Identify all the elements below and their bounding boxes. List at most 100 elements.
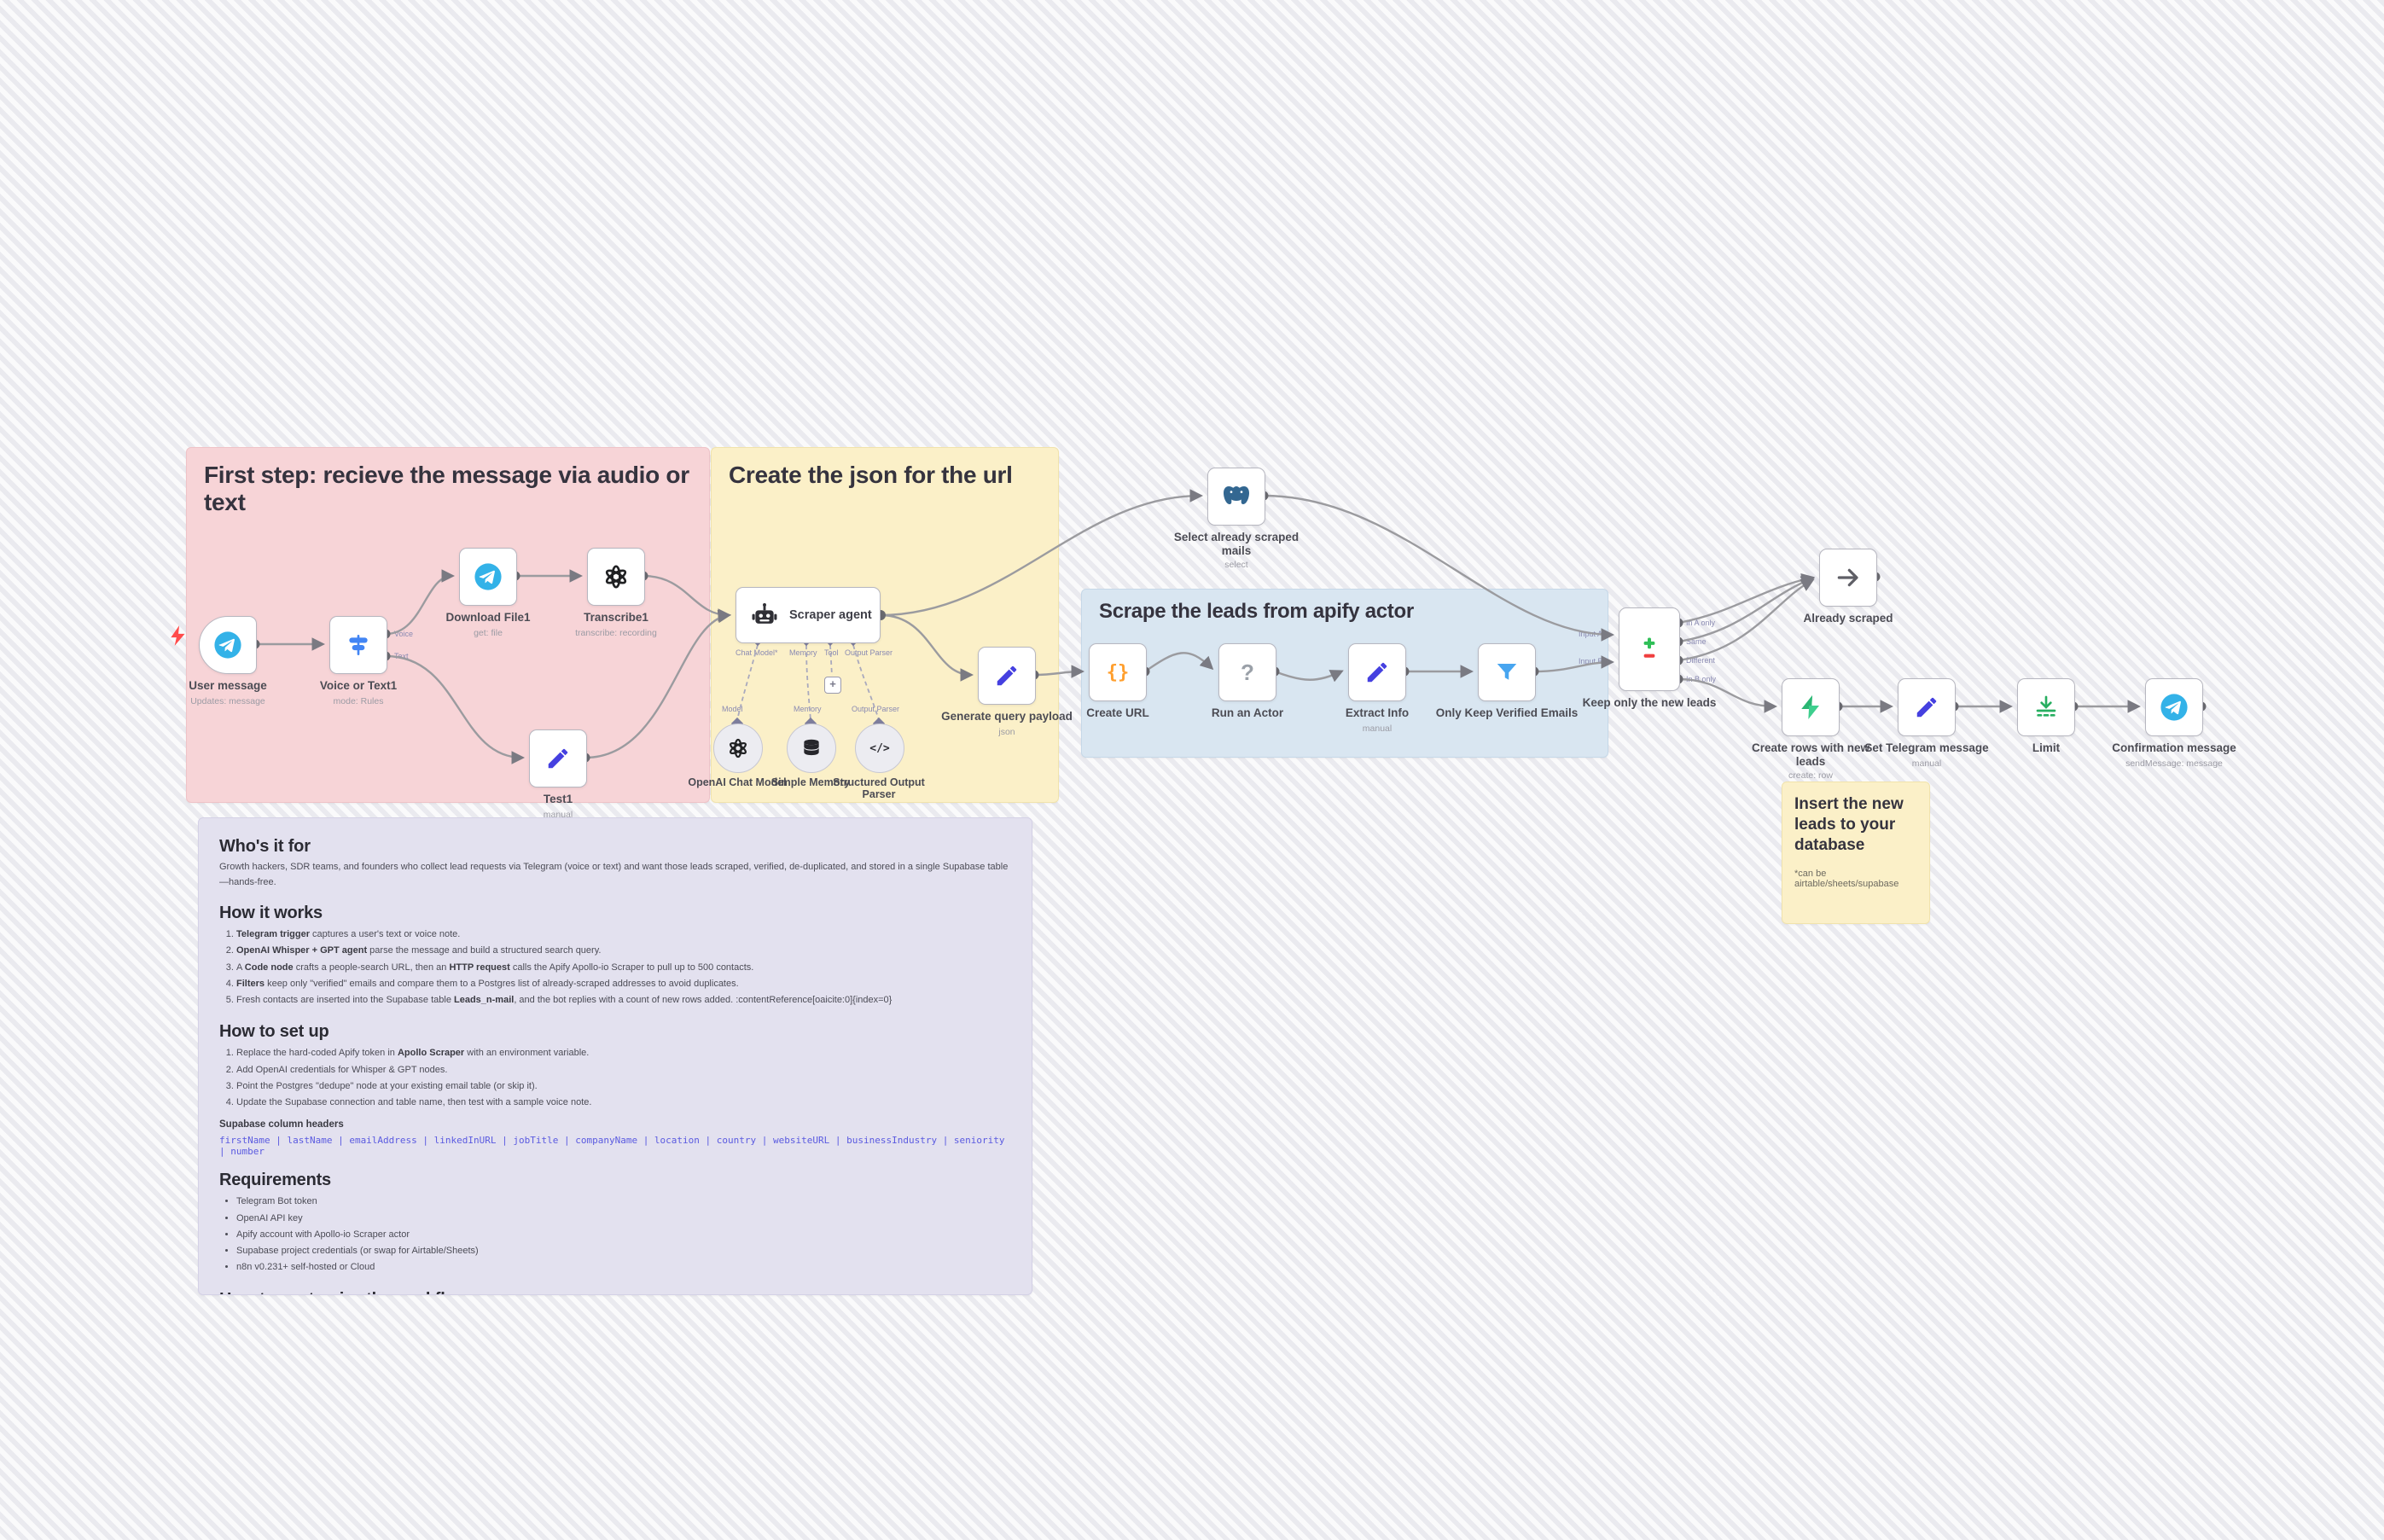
node-label: Set Telegram message [1864, 741, 1989, 754]
node-label: Select already scraped mails [1173, 531, 1300, 558]
node-label: Create rows with new leads [1751, 741, 1870, 769]
code-parser-icon: </> [869, 741, 890, 755]
node-subtitle: get: file [474, 628, 503, 638]
output-port-label: In A only [1686, 619, 1716, 627]
node-simple-memory[interactable] [787, 724, 836, 773]
switch-icon [345, 631, 372, 659]
node-create-rows-new-leads[interactable]: Create rows with new leads create: row [1752, 678, 1869, 781]
node-user-message[interactable]: User message Updates: message [189, 616, 267, 706]
database-icon [800, 737, 823, 759]
sub-port-label: Memory [794, 705, 822, 713]
node-subtitle: manual [1911, 758, 1942, 769]
node-transcribe[interactable]: Transcribe1 transcribe: recording [575, 548, 657, 638]
node-subtitle: create: row [1788, 770, 1833, 781]
supabase-bolt-icon [1797, 694, 1824, 721]
limit-arrow-icon [2032, 694, 2060, 721]
question-mark-icon: ? [1241, 659, 1254, 685]
node-label: Voice or Text1 [319, 679, 398, 692]
node-subtitle: mode: Rules [333, 696, 384, 706]
node-extract-info[interactable]: Extract Info manual [1346, 643, 1409, 734]
connection [1678, 576, 1815, 643]
sticky-note-first-step[interactable]: First step: recieve the message via audi… [186, 447, 710, 803]
node-subtitle: select [1224, 560, 1248, 570]
node-subtitle: sendMessage: message [2125, 758, 2223, 769]
node-generate-query-payload[interactable]: Generate query payload json [941, 647, 1073, 737]
doc-setup-list: Replace the hard-coded Apify token in Ap… [219, 1045, 1011, 1111]
node-run-an-actor[interactable]: ? Run an Actor [1212, 643, 1283, 719]
doc-how-it-works-list: Telegram trigger captures a user's text … [219, 927, 1011, 1008]
connection [1678, 573, 1816, 625]
sticky-note-title: Create the json for the url [729, 462, 1013, 488]
doc-list-item: OpenAI API key [236, 1211, 1011, 1227]
sticky-note-body: *can be airtable/sheets/supabase [1794, 869, 1899, 890]
doc-heading-requirements: Requirements [219, 1171, 331, 1190]
output-port-label: Text [394, 652, 409, 660]
node-subtitle: json [998, 727, 1015, 737]
output-port-label: Voice [394, 630, 414, 638]
node-voice-or-text[interactable]: Voice or Text1 mode: Rules [320, 616, 397, 706]
compare-plus-minus-icon [1635, 632, 1664, 666]
sticky-note-insert-db[interactable]: Insert the new leads to your database *c… [1782, 782, 1930, 924]
node-label: Extract Info [1345, 706, 1410, 719]
doc-list-item: Update the Supabase connection and table… [236, 1095, 1011, 1111]
node-subtitle: manual [543, 810, 573, 820]
node-label: Simple Memory [770, 776, 851, 788]
sticky-note-documentation[interactable]: Who's it for Growth hackers, SDR teams, … [198, 817, 1032, 1295]
node-label: Test1 [543, 793, 573, 805]
pencil-icon [994, 663, 1020, 689]
node-label: Download File1 [445, 611, 531, 624]
telegram-icon [474, 562, 503, 591]
doc-heading-how-it-works: How it works [219, 904, 323, 923]
node-label: Confirmation message [2112, 741, 2236, 754]
doc-list-item: Telegram trigger captures a user's text … [236, 927, 1011, 943]
doc-list-item: A Code node crafts a people-search URL, … [236, 960, 1011, 976]
doc-heading-customize: How to customize the workflow [219, 1290, 1011, 1294]
node-openai-chat-model[interactable] [713, 724, 763, 773]
node-label: Only Keep Verified Emails [1435, 706, 1579, 719]
node-confirmation-message[interactable]: Confirmation message sendMessage: messag… [2112, 678, 2236, 769]
node-create-url[interactable]: {} Create URL [1086, 643, 1149, 719]
doc-columns-line: firstName | lastName | emailAddress | li… [219, 1135, 1005, 1158]
doc-list-item: Replace the hard-coded Apify token in Ap… [236, 1045, 1011, 1061]
filter-funnel-icon [1494, 660, 1520, 685]
postgres-icon [1221, 481, 1252, 512]
doc-heading-who: Who's it for [219, 837, 311, 856]
node-scraper-agent[interactable]: Scraper agent [736, 587, 881, 643]
doc-list-item: OpenAI Whisper + GPT agent parse the mes… [236, 943, 1011, 959]
doc-who-body: Growth hackers, SDR teams, and founders … [219, 862, 1009, 887]
node-already-scraped[interactable]: Already scraped [1803, 549, 1893, 625]
sub-port-label: Output Parser [852, 705, 900, 713]
doc-list-item: Filters keep only "verified" emails and … [236, 976, 1011, 992]
add-tool-button[interactable]: + [824, 677, 841, 694]
agent-port-label: Output Parser [845, 648, 893, 657]
agent-port-label: Chat Model* [736, 648, 778, 657]
output-port-label: Different [1686, 656, 1715, 665]
node-download-file[interactable]: Download File1 get: file [445, 548, 531, 638]
doc-list-item: Apify account with Apollo-io Scraper act… [236, 1227, 1011, 1243]
node-structured-output-parser[interactable]: </> [855, 724, 904, 773]
openai-icon [726, 736, 750, 760]
node-label: Create URL [1086, 706, 1149, 719]
node-select-already-scraped[interactable]: Select already scraped mails select [1174, 468, 1299, 570]
doc-list-item: Fresh contacts are inserted into the Sup… [236, 992, 1011, 1008]
node-only-keep-verified-emails[interactable]: Only Keep Verified Emails [1436, 643, 1578, 719]
node-limit[interactable]: Limit [2017, 678, 2075, 754]
pencil-icon [1914, 694, 1939, 720]
pencil-icon [545, 746, 571, 771]
doc-list-item: Telegram Bot token [236, 1194, 1011, 1210]
input-port-label: Input A [1579, 630, 1603, 638]
telegram-icon [213, 631, 242, 660]
output-port-label: Same [1686, 637, 1707, 646]
node-set-telegram-message[interactable]: Set Telegram message manual [1864, 678, 1989, 769]
node-label: Limit [2032, 741, 2061, 754]
node-keep-only-new-leads[interactable]: Keep only the new leads [1583, 607, 1716, 709]
node-label: Keep only the new leads [1582, 696, 1717, 709]
node-label: Structured Output Parser [833, 776, 925, 801]
doc-list-item: Add OpenAI credentials for Whisper & GPT… [236, 1062, 1011, 1078]
openai-icon [602, 562, 631, 591]
node-subtitle: transcribe: recording [575, 628, 657, 638]
node-test1[interactable]: Test1 manual [529, 729, 587, 820]
node-label: Run an Actor [1211, 706, 1284, 719]
node-label: User message [189, 679, 267, 692]
